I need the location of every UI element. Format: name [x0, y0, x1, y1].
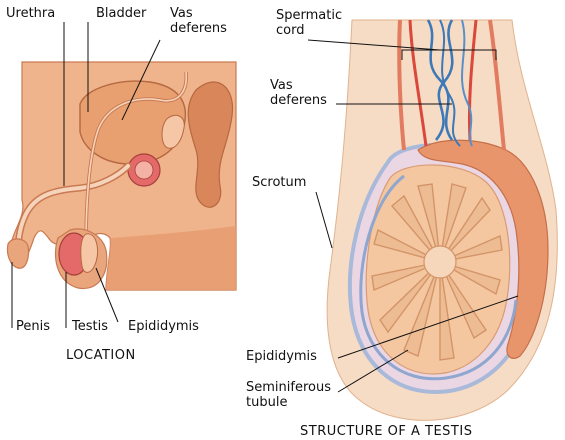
label-scrotum: Scrotum	[252, 175, 306, 190]
testis-structure-illustration	[327, 20, 557, 420]
label-bladder: Bladder	[96, 6, 146, 21]
label-penis: Penis	[16, 319, 50, 334]
caption-structure-of-a-testis: STRUCTURE OF A TESTIS	[300, 424, 472, 439]
label-vas-deferens-right: Vas deferens	[270, 78, 327, 108]
location-illustration	[7, 62, 236, 290]
penis-glans	[7, 239, 28, 268]
label-spermatic-cord: Spermatic cord	[276, 8, 342, 38]
label-testis: Testis	[72, 319, 108, 334]
label-urethra: Urethra	[6, 6, 55, 21]
label-vas-deferens-left: Vas deferens	[170, 6, 227, 36]
label-seminiferous-tubule: Seminiferous tubule	[246, 380, 331, 410]
label-epididymis-left: Epididymis	[128, 319, 199, 334]
label-epididymis-right: Epididymis	[246, 349, 317, 364]
caption-location: LOCATION	[66, 348, 136, 363]
